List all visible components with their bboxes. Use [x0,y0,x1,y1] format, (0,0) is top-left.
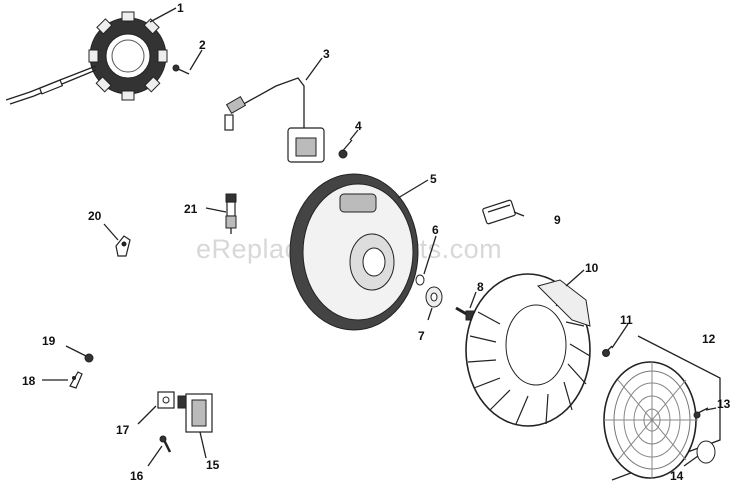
part-fan [465,273,591,427]
callout-1: 1 [177,1,184,15]
part-key-9 [482,199,516,225]
part-washer-6 [415,274,425,286]
callout-11: 11 [620,313,633,327]
part-stator [5,11,168,105]
callout-3: 3 [323,47,330,61]
leader-lines [42,7,717,467]
callout-21: 21 [184,202,198,216]
part-ignition-module [224,77,325,163]
part-clip-18 [69,371,83,389]
callout-19: 19 [42,334,56,348]
part-screw-2 [172,64,190,75]
part-spark-plug [225,193,237,234]
callout-16: 16 [130,469,144,483]
callout-12: 12 [702,332,716,346]
part-screw-11 [602,345,613,357]
part-rectifier [177,393,213,433]
callout-17: 17 [116,423,130,437]
callout-10: 10 [585,261,599,275]
part-flywheel [289,173,419,331]
part-washer-7 [425,286,443,308]
callout-7: 7 [418,329,425,343]
callout-13: 13 [717,397,731,411]
part-grill [603,335,721,481]
part-bracket-17 [157,391,175,409]
part-screw-4 [338,139,353,159]
part-decal-14 [696,440,716,464]
callout-4: 4 [355,119,362,133]
callout-8: 8 [477,280,484,294]
callout-9: 9 [554,213,561,227]
callout-15: 15 [206,458,220,472]
part-screw-13 [693,407,709,419]
part-screw-16 [159,435,172,453]
callout-6: 6 [432,223,439,237]
callout-18: 18 [22,374,36,388]
part-clip-20 [115,235,131,257]
callout-labels: 1 2 3 4 5 6 7 8 9 10 11 12 13 14 15 16 1… [22,1,731,483]
callout-2: 2 [199,38,206,52]
callout-20: 20 [88,209,102,223]
part-nut-19 [84,353,94,363]
callout-14: 14 [670,469,684,483]
callout-5: 5 [430,172,437,186]
